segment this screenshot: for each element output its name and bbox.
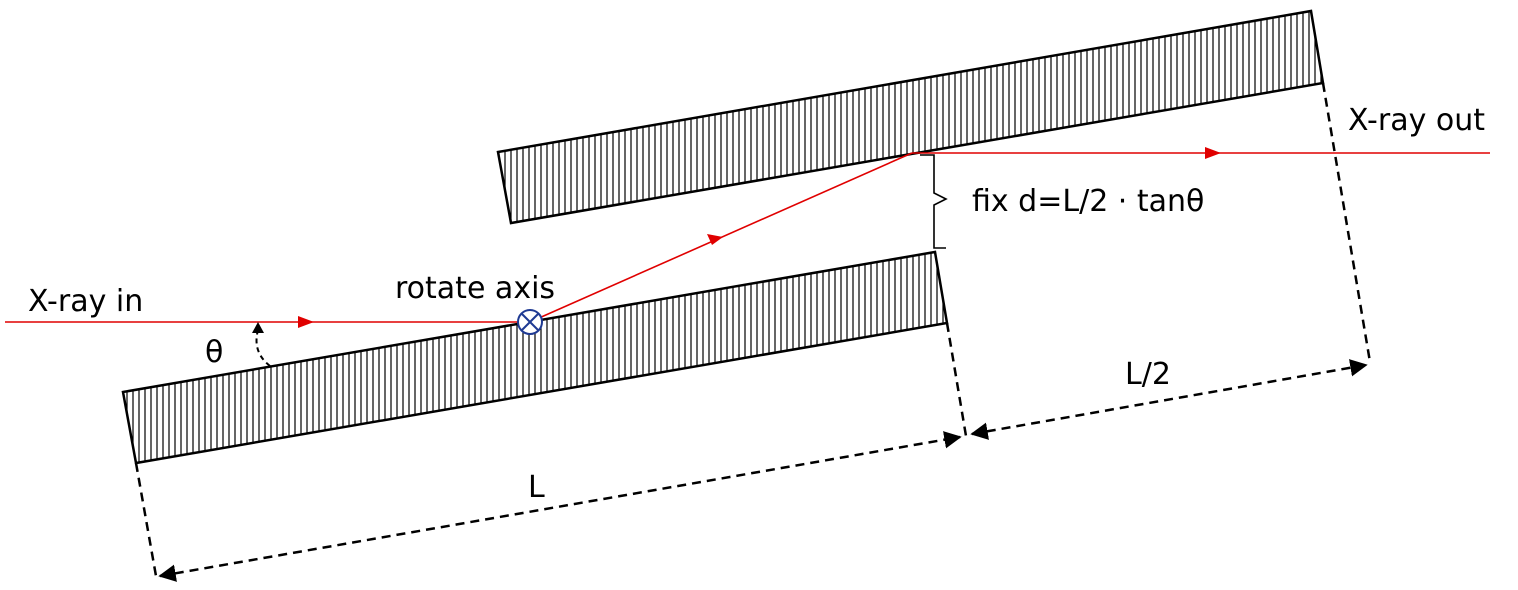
xray-in-arrow <box>298 316 314 328</box>
xray-out-label: X-ray out <box>1348 103 1485 138</box>
length-L-label: L <box>528 470 545 505</box>
xray-in-label: X-ray in <box>28 284 143 319</box>
dimension-L <box>158 431 962 582</box>
ext-line-right <box>1321 82 1372 363</box>
theta-label: θ <box>205 335 223 370</box>
fix-d-bracket <box>920 154 948 249</box>
circle-cross-icon <box>517 309 543 335</box>
curved-arrow-icon <box>252 322 271 367</box>
rotate-axis-label: rotate axis <box>395 271 555 306</box>
reflected-beam-arrow <box>707 234 723 245</box>
dimension-half-L <box>970 359 1368 440</box>
fix-d-label: fix d=L/2 · tanθ <box>972 184 1204 219</box>
xray-out-arrow <box>1205 147 1221 159</box>
ext-line-left <box>134 462 158 577</box>
ext-line-middle <box>945 322 968 437</box>
length-half-L-label: L/2 <box>1125 357 1171 392</box>
